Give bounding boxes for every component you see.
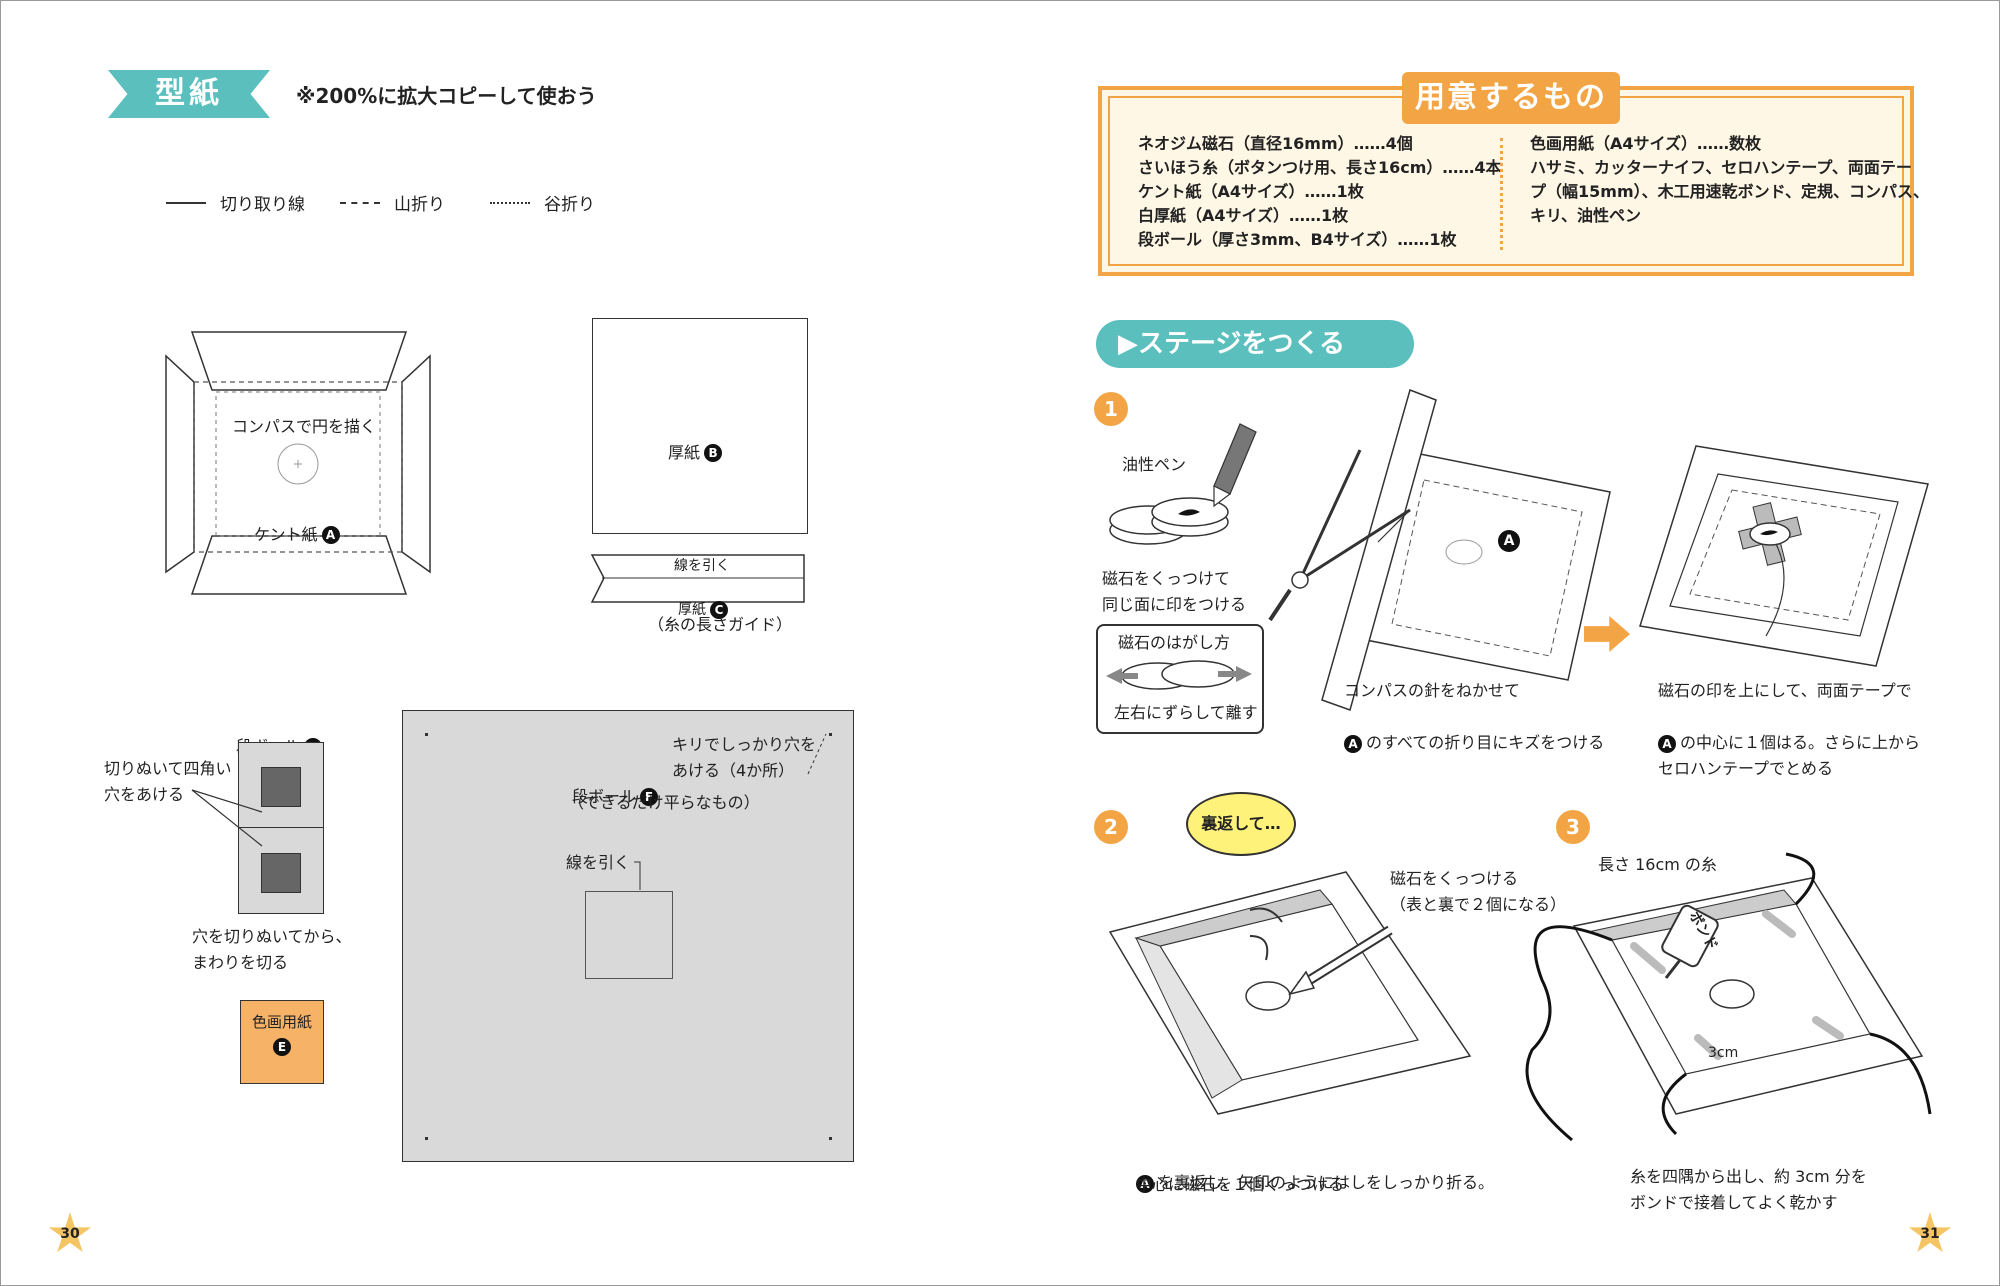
kent-label: ケント紙 (254, 524, 318, 544)
cardboard-d (238, 742, 324, 914)
thick-paper-b (592, 318, 808, 534)
legend-mountain: 山折り (340, 190, 445, 215)
flip-fold-illustration (1108, 871, 1472, 1115)
copy-note: ※200%に拡大コピーして使おう (296, 84, 597, 108)
tape-caption-a: 磁石の印を上にして、両面テープで (1658, 681, 1912, 700)
badge-a-step1: A (1498, 530, 1520, 552)
thick-paper-c (590, 554, 805, 603)
legend-valley: 谷折り (490, 190, 595, 215)
hole-dot (425, 1137, 428, 1140)
mark-caption: 磁石をくっつけて 同じ面に印をつける (1102, 569, 1247, 614)
legend-mountain-label: 山折り (394, 195, 445, 215)
badge-a-step2: A (1136, 1174, 1154, 1193)
magnet-slide-illustration (1106, 660, 1252, 690)
step-3-number: 3 (1556, 810, 1590, 844)
step-1-number: 1 (1094, 392, 1128, 426)
inset-caption: 左右にずらして離す (1114, 703, 1258, 722)
cardboard-d-cut-note: 切りぬいて四角い 穴をあける (104, 759, 232, 804)
dash-dot-line-icon (490, 201, 530, 204)
flip-bubble: 裏返して… (1186, 792, 1296, 856)
thick-c-label: 厚紙 (678, 602, 706, 618)
step-2-number: 2 (1094, 810, 1128, 844)
hole-dot (829, 1137, 832, 1140)
hole-dot (425, 733, 428, 736)
compass-caption-b: のすべての折り目にキズをつける (1366, 733, 1605, 752)
materials-list-left: ネオジム磁石（直径16mm）……4個 さいほう糸（ボタンつけ用、長さ16cm）…… (1138, 134, 1502, 249)
legend-valley-label: 谷折り (544, 195, 595, 215)
thick-c-guide: （糸の長さガイド） (648, 615, 793, 634)
thick-c-line-note: 線を引く (674, 558, 730, 574)
badge-c: C (710, 601, 728, 619)
draw-square (585, 891, 673, 979)
inset-title: 磁石のはがし方 (1118, 633, 1231, 652)
hole-dot (829, 733, 832, 736)
badge-e: E (273, 1037, 291, 1056)
cut-note-arrows (191, 789, 263, 847)
page-number-left: 30 (60, 1226, 80, 1242)
square-hole-bottom (261, 853, 301, 893)
kent-paper-template (165, 331, 431, 595)
magnet-pen-illustration (1109, 423, 1257, 545)
cardboard-d-divider (239, 827, 323, 828)
cardboard-f-leaders (634, 733, 827, 890)
dashed-line-icon (340, 201, 380, 204)
compass-badge-wrap: A (1494, 530, 1520, 552)
dim-label: 3cm (1708, 1045, 1739, 1061)
badge-f: F (640, 788, 659, 807)
page-number-right: 31 (1920, 1226, 1940, 1242)
badge-e-wrap: E (273, 1036, 291, 1056)
thread-note: 長さ 16cm の糸 (1598, 855, 1717, 874)
cardboard-d-after-note: 穴を切りぬいてから、 まわりを切る (192, 927, 352, 972)
tape-magnet-illustration (1639, 445, 1929, 667)
badge-a-tape: A (1658, 734, 1676, 753)
cardboard-f (402, 710, 854, 1162)
step3-caption: 糸を四隅から出し、約 3cm 分を ボンドで接着してよく乾かす (1630, 1167, 1867, 1212)
tape-caption-b: の中心に１個はる。さらに上から セロハンテープでとめる (1658, 733, 1921, 778)
cardboard-f-hole-note: キリでしっかり穴を あける（4か所） (672, 735, 817, 780)
square-hole-top (261, 767, 301, 807)
magnet-note: 磁石をくっつける （表と裏で２個になる） (1390, 869, 1567, 914)
compass-scoring-illustration (1268, 389, 1611, 711)
thick-b-label: 厚紙 (668, 442, 701, 462)
paper-e-label: 色画用紙 (252, 1013, 313, 1031)
thread-bond-illustration (1525, 852, 1932, 1142)
pen-label: 油性ペン (1122, 455, 1187, 474)
cardboard-f-label: 段ボール (572, 786, 637, 806)
compass-caption-a: コンパスの針をねかせて (1344, 681, 1521, 700)
step2-caption-b: 中心に磁石を１個くっつける (1136, 1175, 1345, 1194)
section-title: ▶ステージをつくる (1096, 320, 1414, 368)
badge-b: B (704, 444, 723, 463)
cardboard-f-line-note: 線を引く (566, 853, 631, 872)
materials-divider (1500, 138, 1503, 250)
cardboard-f-flat-note: （できるだけ平らなもの） (568, 793, 760, 812)
legend-cut: 切り取り線 (166, 190, 305, 215)
badge-a: A (321, 526, 340, 545)
legend-cut-label: 切り取り線 (220, 195, 305, 215)
solid-line-icon (166, 201, 206, 204)
badge-a-caption: A (1344, 734, 1362, 753)
compass-note: コンパスで円を描く (232, 417, 377, 436)
materials-title: 用意するもの (1402, 72, 1620, 124)
materials-list-right: 色画用紙（A4サイズ）……数枚 ハサミ、カッターナイフ、セロハンテープ、両面テー… (1530, 134, 1929, 225)
pattern-tag: 型紙 (108, 70, 270, 118)
step2-caption-a: を裏返し、矢印のようにはしをしっかり折る。 (1158, 1173, 1495, 1192)
